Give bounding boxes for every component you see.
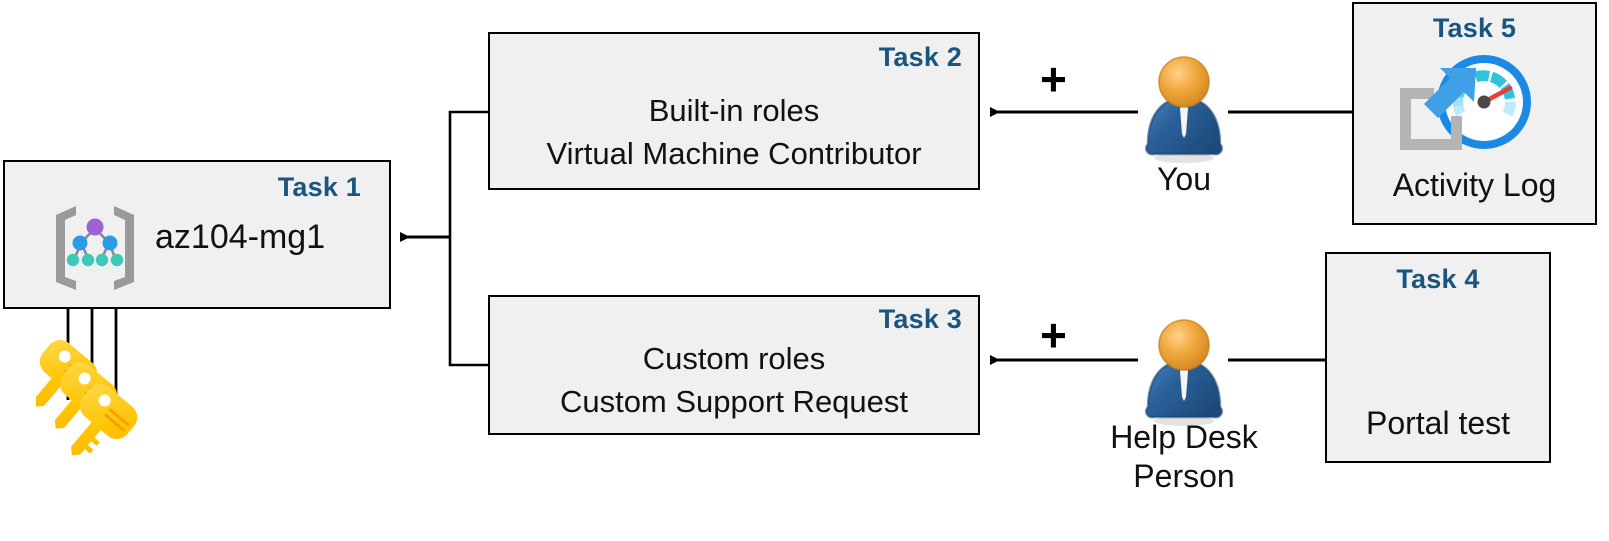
task3-line2: Custom Support Request	[559, 384, 909, 419]
management-group-icon	[46, 198, 144, 296]
task4-box[interactable]: Task 4 Portal test	[1325, 252, 1551, 463]
help-desk-label-line1: Help Desk	[1110, 419, 1258, 455]
task2-box[interactable]: Task 2 Built-in roles Virtual Machine Co…	[488, 32, 980, 190]
task3-tag: Task 3	[878, 304, 962, 334]
task5-label: Activity Log	[1392, 167, 1557, 203]
task2-tag: Task 2	[878, 42, 962, 72]
help-desk-avatar	[1138, 315, 1230, 429]
you-label: You	[1157, 161, 1211, 197]
plus-sign-bottom: +	[1040, 309, 1067, 361]
task2-line2: Virtual Machine Contributor	[546, 136, 922, 171]
you-avatar	[1138, 52, 1230, 166]
task4-tag: Task 4	[1396, 264, 1480, 294]
three-keys-icon	[34, 340, 151, 470]
help-desk-label: Help Desk Person	[1084, 418, 1284, 496]
task3-line1: Custom roles	[642, 341, 826, 376]
bracket-connector-to-task1	[400, 110, 488, 367]
task5-tag: Task 5	[1432, 13, 1517, 43]
external-link-icon	[1388, 62, 1484, 158]
task1-tag: Task 1	[277, 172, 361, 202]
task4-label: Portal test	[1365, 405, 1511, 441]
task3-box[interactable]: Task 3 Custom roles Custom Support Reque…	[488, 295, 980, 435]
task2-line1: Built-in roles	[648, 93, 820, 128]
help-desk-label-line2: Person	[1133, 458, 1235, 495]
plus-sign-top: +	[1040, 53, 1067, 105]
task1-label: az104-mg1	[155, 218, 326, 256]
